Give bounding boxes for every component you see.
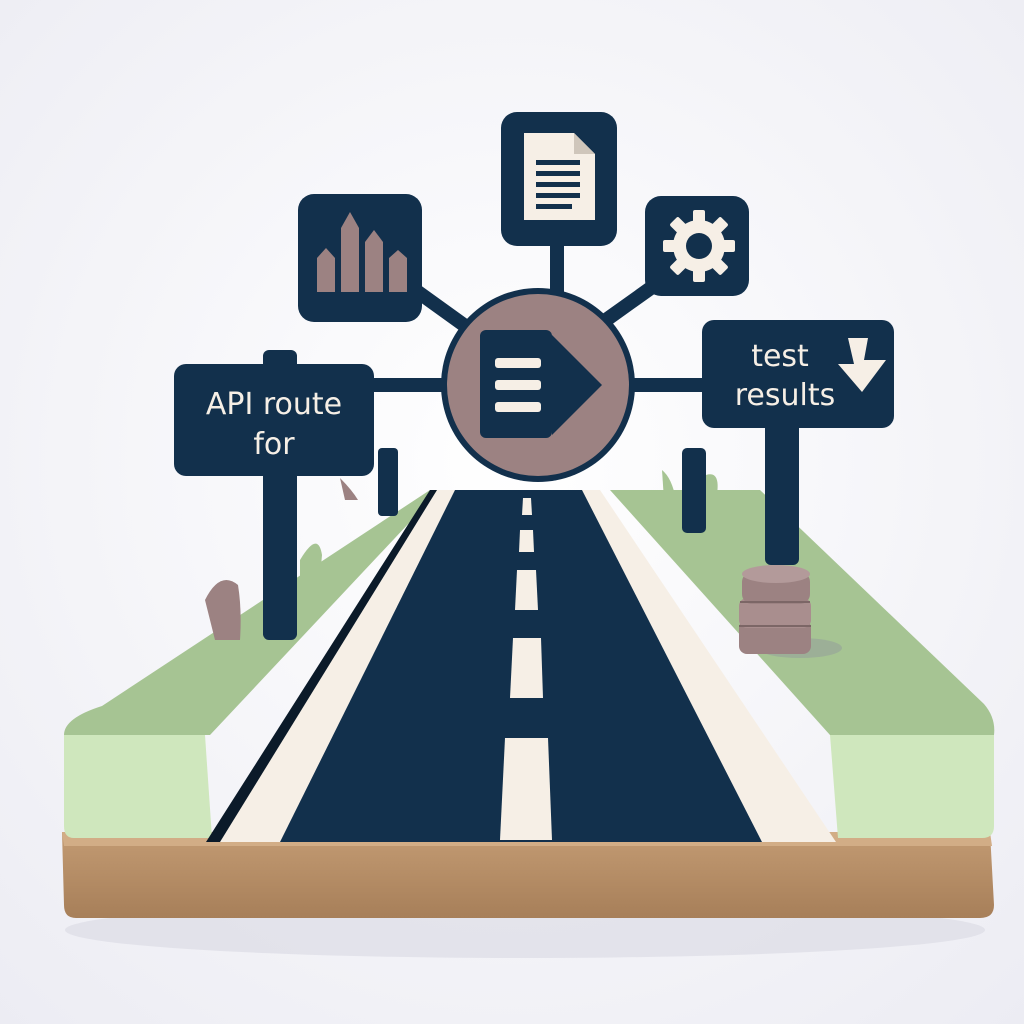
grass-tufts bbox=[205, 470, 718, 640]
document-icon bbox=[524, 133, 595, 220]
connector-lines bbox=[363, 235, 719, 392]
left-sign: API route for bbox=[174, 364, 374, 476]
arrow-down-icon bbox=[838, 338, 886, 392]
node-bar-chart bbox=[298, 194, 422, 322]
left-small-post bbox=[378, 448, 398, 516]
road-dashes bbox=[500, 498, 552, 840]
right-small-post bbox=[682, 448, 706, 533]
bar-chart-icon bbox=[317, 212, 407, 292]
hub bbox=[441, 288, 635, 482]
road bbox=[206, 490, 836, 842]
document-arrow-icon bbox=[480, 330, 602, 438]
right-post bbox=[765, 420, 799, 565]
wooden-base bbox=[62, 832, 994, 918]
node-document bbox=[501, 112, 617, 246]
left-sign-line2: for bbox=[253, 427, 295, 462]
right-sign-line2: results bbox=[735, 378, 836, 413]
node-gear bbox=[645, 196, 749, 296]
gear-icon bbox=[663, 210, 735, 282]
right-sign: test results bbox=[702, 320, 894, 428]
coin-stack-icon bbox=[739, 565, 842, 658]
left-sign-line1: API route bbox=[206, 387, 342, 422]
right-sign-line1: test bbox=[751, 339, 809, 374]
